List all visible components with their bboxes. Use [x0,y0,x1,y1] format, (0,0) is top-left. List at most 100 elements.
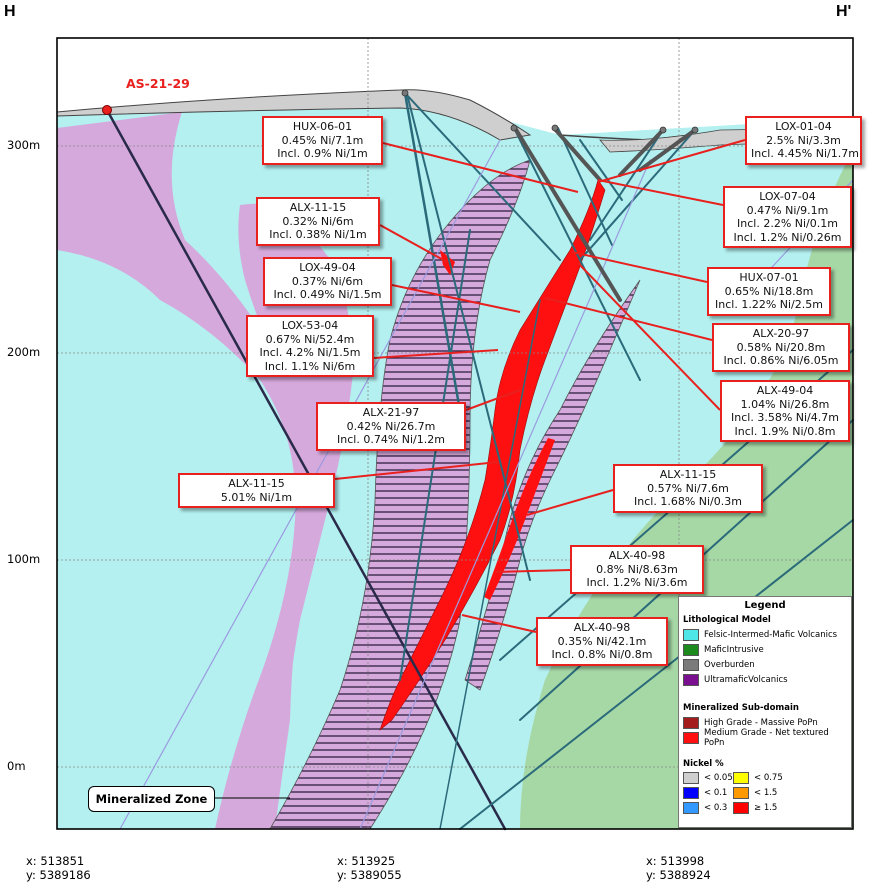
callout-line: LOX-01-04 [775,120,832,133]
callout-line: HUX-07-01 [739,271,799,284]
nickel-item: < 0.3 [683,801,733,814]
callout-line: 0.37% Ni/6m [291,274,364,288]
nickel-item: < 0.75 [733,771,793,784]
callout-line: 0.65% Ni/18.8m [724,284,814,298]
callout-alx-11-15-b: ALX-11-15 5.01% Ni/1m [178,473,335,508]
elevation-tick-100: 100m [7,552,41,566]
callout-hux-06-01: HUX-06-01 0.45% Ni/7.1m Incl. 0.9% Ni/1m [262,116,383,165]
high-grade-swatch [683,716,699,729]
felsic-swatch [683,628,699,641]
callout-line: 0.8% Ni/8.63m [596,562,678,576]
legend-title: Legend [744,600,786,611]
legend-item-overburden: Overburden [683,657,851,672]
nickel-label: < 0.05 [704,772,733,783]
callout-line: Incl. 0.74% Ni/1.2m [337,433,445,446]
nickel-item: < 1.5 [733,786,793,799]
coordinate-y: y: 5389055 [337,868,402,882]
callout-leaders [215,139,746,799]
callout-line: Incl. 1.22% Ni/2.5m [715,298,823,311]
nickel-label: < 0.3 [704,802,728,813]
nickel-label: < 0.1 [704,787,728,798]
callout-line: Incl. 0.8% Ni/0.8m [551,648,653,661]
callout-line: ALX-11-15 [659,468,717,481]
callout-line: ALX-20-97 [752,327,810,340]
callout-alx-21-97: ALX-21-97 0.42% Ni/26.7m Incl. 0.74% Ni/… [316,402,466,451]
callout-line: ALX-21-97 [362,406,420,419]
legend-item-label: High Grade - Massive PoPn [704,717,818,728]
callout-line: 0.42% Ni/26.7m [346,419,436,433]
callout-line: 2.5% Ni/3.3m [766,133,841,147]
callout-line: 1.04% Ni/26.8m [740,397,830,411]
callout-line: ALX-40-98 [608,549,666,562]
callout-alx-49-04: ALX-49-04 1.04% Ni/26.8m Incl. 3.58% Ni/… [720,380,850,442]
callout-lox-01-04: LOX-01-04 2.5% Ni/3.3m Incl. 4.45% Ni/1.… [745,116,862,165]
nickel-legend-grid: < 0.05 < 0.75 < 0.1 < 1.5 < 0.3 ≥ 1.5 [683,771,851,814]
callout-line: LOX-49-04 [299,261,356,274]
callout-line: LOX-07-04 [759,190,816,203]
callout-lox-53-04: LOX-53-04 0.67% Ni/52.4m Incl. 4.2% Ni/1… [246,315,374,377]
legend-item-label: Overburden [704,659,755,670]
callout-line: Incl. 1.2% Ni/3.6m [586,576,688,589]
callout-line: ALX-40-98 [573,621,631,634]
callout-line: Incl. 0.38% Ni/1m [269,228,367,241]
medium-grade-body [379,179,606,731]
callout-alx-11-15-a: ALX-11-15 0.32% Ni/6m Incl. 0.38% Ni/1m [256,197,380,246]
medium-grade-body-east [484,438,555,600]
callout-line: Incl. 0.86% Ni/6.05m [723,354,839,367]
callout-line: 0.45% Ni/7.1m [281,133,364,147]
callout-lox-07-04: LOX-07-04 0.47% Ni/9.1m Incl. 2.2% Ni/0.… [723,186,852,248]
plot-frame [56,37,854,830]
callout-line: ALX-11-15 [228,477,285,490]
callout-alx-40-98-a: ALX-40-98 0.8% Ni/8.63m Incl. 1.2% Ni/3.… [570,545,704,594]
mineralized-zone-hatch-east [464,279,641,691]
nickel-swatch [733,771,749,784]
callout-line: Incl. 1.1% Ni/6m [264,359,356,373]
collar-label: AS-21-29 [126,76,190,91]
callout-line: 0.32% Ni/6m [282,214,354,228]
callout-line: ALX-49-04 [756,384,814,397]
nickel-label: < 0.75 [754,772,783,783]
ultramafic-swatch [683,673,699,686]
legend-item-ultramafic: UltramaficVolcanics [683,672,851,687]
callout-line: Incl. 0.49% Ni/1.5m [273,288,382,301]
coordinate-east: x: 513998 y: 5388924 [646,854,711,882]
lithology-heading: Lithological Model [683,615,771,625]
collar-markers [401,89,699,134]
callout-line: 0.35% Ni/42.1m [557,634,647,648]
legend-item-label: Medium Grade - Net textured PoPn [704,727,829,748]
mineralized-zone-hatch [269,159,531,830]
callout-line: Incl. 1.2% Ni/0.26m [733,230,842,244]
legend-item-label: MaficIntrusive [704,644,764,655]
legend-item-high-grade: High Grade - Massive PoPn [683,715,851,730]
collar-as-21-29 [102,105,112,115]
callout-line: 0.58% Ni/20.8m [736,340,826,354]
callout-line: ALX-11-15 [289,201,347,214]
nickel-item: < 0.05 [683,771,733,784]
nickel-swatch [733,786,749,799]
nickel-swatch [683,801,699,814]
callout-line: Incl. 4.2% Ni/1.5m [259,346,361,359]
ultramafic-unit-west [57,112,310,829]
callout-line: 5.01% Ni/1m [220,490,293,504]
legend-item-label: UltramaficVolcanics [704,674,788,685]
coordinate-west: x: 513851 y: 5389186 [26,854,91,882]
overburden-swatch [683,658,699,671]
nickel-swatch [683,771,699,784]
legend-item-felsic: Felsic-Intermed-Mafic Volcanics [683,627,851,642]
mineralized-zone-label: Mineralized Zone [88,786,215,812]
callout-alx-20-97: ALX-20-97 0.58% Ni/20.8m Incl. 0.86% Ni/… [712,323,850,372]
nickel-label: ≥ 1.5 [754,802,778,813]
coordinate-center: x: 513925 y: 5389055 [337,854,402,882]
callout-lox-49-04: LOX-49-04 0.37% Ni/6m Incl. 0.49% Ni/1.5… [263,257,392,306]
elevation-tick-300: 300m [7,138,41,152]
callout-line: 0.67% Ni/52.4m [265,332,355,346]
callout-line: LOX-53-04 [281,319,339,332]
coordinate-y: y: 5388924 [646,868,711,882]
callout-line: Incl. 2.2% Ni/0.1m [737,217,838,230]
elevation-tick-200: 200m [7,345,41,359]
callout-line: Incl. 1.9% Ni/0.8m [734,424,836,438]
legend-item-mafic: MaficIntrusive [683,642,851,657]
legend-panel: Legend Lithological Model Felsic-Interme… [678,596,852,828]
subdomain-heading: Mineralized Sub-domain [683,703,799,713]
callout-line: 0.47% Ni/9.1m [746,203,829,217]
